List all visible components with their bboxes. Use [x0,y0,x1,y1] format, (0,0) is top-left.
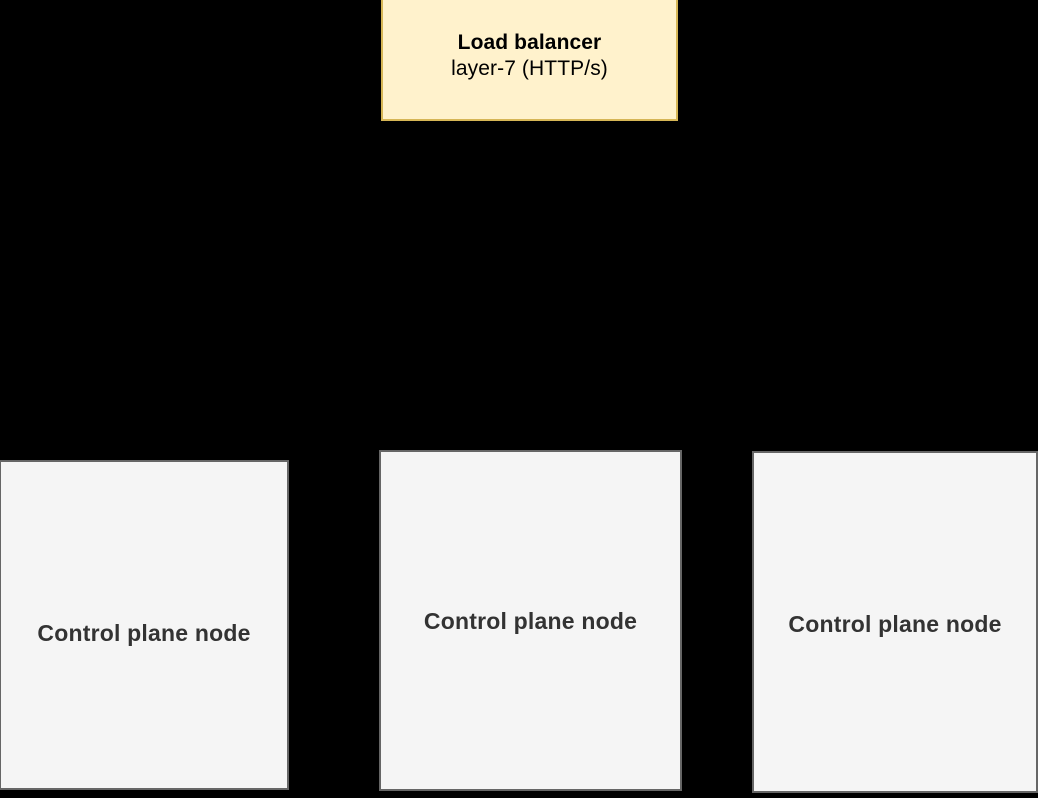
control-plane-node-label: Control plane node [788,611,1002,637]
node-control-plane-1[interactable]: Control plane node [0,460,289,790]
node-load-balancer[interactable]: Load balancer layer-7 (HTTP/s) [381,0,678,121]
node-control-plane-2[interactable]: Control plane node [379,450,682,791]
control-plane-node-label: Control plane node [37,620,251,646]
load-balancer-title: Load balancer [457,30,602,54]
load-balancer-subtitle: layer-7 (HTTP/s) [451,56,608,80]
node-control-plane-3[interactable]: Control plane node [752,451,1038,793]
control-plane-node-label: Control plane node [423,607,638,634]
